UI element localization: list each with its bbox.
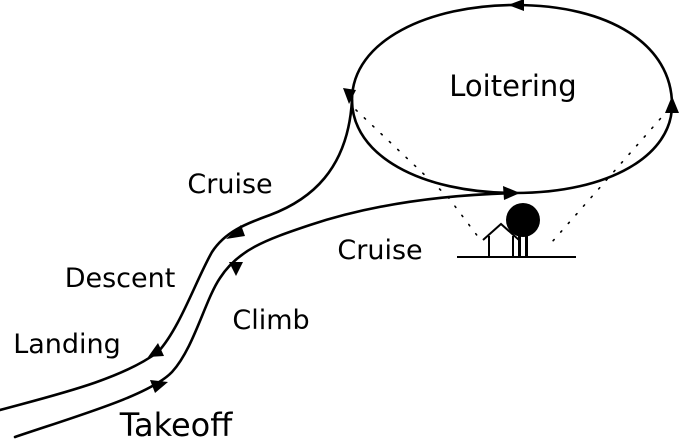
arrow-climb — [229, 262, 243, 276]
sensor-line-left-lower — [447, 196, 483, 243]
label-descent: Descent — [65, 263, 176, 294]
arrow-cruise-return — [226, 225, 245, 239]
arrow-loiter-left — [343, 88, 356, 104]
house-icon — [482, 222, 520, 257]
label-landing: Landing — [13, 329, 121, 360]
sensor-line-left-upper — [355, 109, 449, 198]
arrow-loiter-right — [665, 96, 679, 113]
arrow-landing — [148, 343, 164, 357]
label-loitering: Loitering — [449, 69, 576, 103]
label-cruise-lower: Cruise — [337, 235, 422, 266]
outbound-path — [13, 191, 517, 439]
arrow-loiter-entry — [503, 186, 520, 200]
label-takeoff: Takeoff — [119, 406, 234, 440]
tree-icon — [506, 203, 540, 257]
label-climb: Climb — [232, 305, 309, 336]
arrow-takeoff — [150, 380, 168, 393]
label-cruise-upper: Cruise — [187, 169, 272, 200]
arrow-loiter-top — [508, 0, 524, 11]
return-path — [0, 98, 354, 412]
